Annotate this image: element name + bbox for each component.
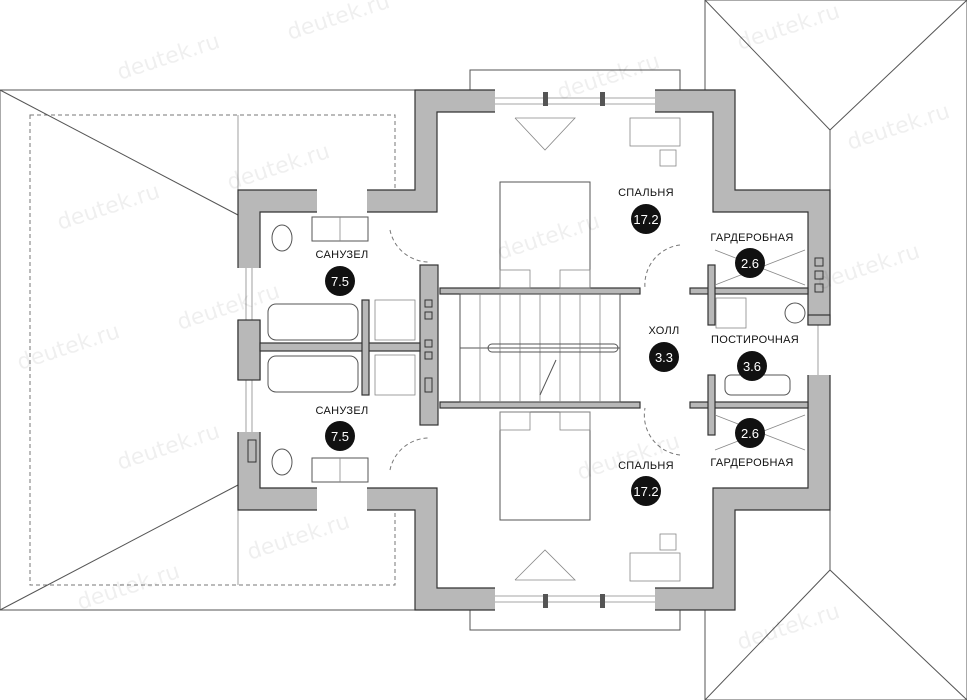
svg-text:deutek.ru: deutek.ru [224,139,333,196]
svg-text:СПАЛЬНЯ: СПАЛЬНЯ [618,187,674,199]
exterior-walls [237,89,831,611]
svg-text:deutek.ru: deutek.ru [114,419,223,476]
svg-text:deutek.ru: deutek.ru [244,509,353,566]
room-label-laundry: ПОСТИРОЧНАЯ 3.6 [711,334,799,381]
room-label-wardrobe-top: ГАРДЕРОБНАЯ 2.6 [710,232,793,278]
svg-text:ХОЛЛ: ХОЛЛ [648,325,679,337]
svg-text:СПАЛЬНЯ: СПАЛЬНЯ [618,460,674,472]
svg-text:deutek.ru: deutek.ru [734,0,843,56]
room-label-hall: ХОЛЛ 3.3 [648,325,679,372]
room-label-wardrobe-bottom: 2.6 ГАРДЕРОБНАЯ [710,418,793,469]
svg-text:7.5: 7.5 [331,274,349,289]
svg-text:7.5: 7.5 [331,429,349,444]
svg-text:САНУЗЕЛ: САНУЗЕЛ [315,249,368,261]
svg-text:deutek.ru: deutek.ru [74,559,183,616]
svg-text:deutek.ru: deutek.ru [114,29,223,86]
staircase [459,293,621,403]
svg-text:17.2: 17.2 [633,212,658,227]
interior-walls [259,257,824,436]
svg-text:2.6: 2.6 [741,256,759,271]
room-label-bedroom-bottom: СПАЛЬНЯ 17.2 [618,460,674,506]
svg-text:САНУЗЕЛ: САНУЗЕЛ [315,405,368,417]
room-label-bathroom-top: САНУЗЕЛ 7.5 [315,249,368,296]
svg-text:deutek.ru: deutek.ru [734,599,843,656]
svg-text:ПОСТИРОЧНАЯ: ПОСТИРОЧНАЯ [711,334,799,346]
svg-text:deutek.ru: deutek.ru [54,179,163,236]
svg-text:deutek.ru: deutek.ru [284,0,393,46]
svg-text:3.3: 3.3 [655,350,673,365]
room-label-bedroom-top: СПАЛЬНЯ 17.2 [618,187,674,234]
svg-text:2.6: 2.6 [741,426,759,441]
balcony-bottom [469,609,681,631]
svg-text:3.6: 3.6 [743,359,761,374]
svg-text:ГАРДЕРОБНАЯ: ГАРДЕРОБНАЯ [710,457,793,469]
svg-text:17.2: 17.2 [633,484,658,499]
svg-text:deutek.ru: deutek.ru [844,99,953,156]
room-label-bathroom-bottom: САНУЗЕЛ 7.5 [315,405,368,451]
svg-text:ГАРДЕРОБНАЯ: ГАРДЕРОБНАЯ [710,232,793,244]
